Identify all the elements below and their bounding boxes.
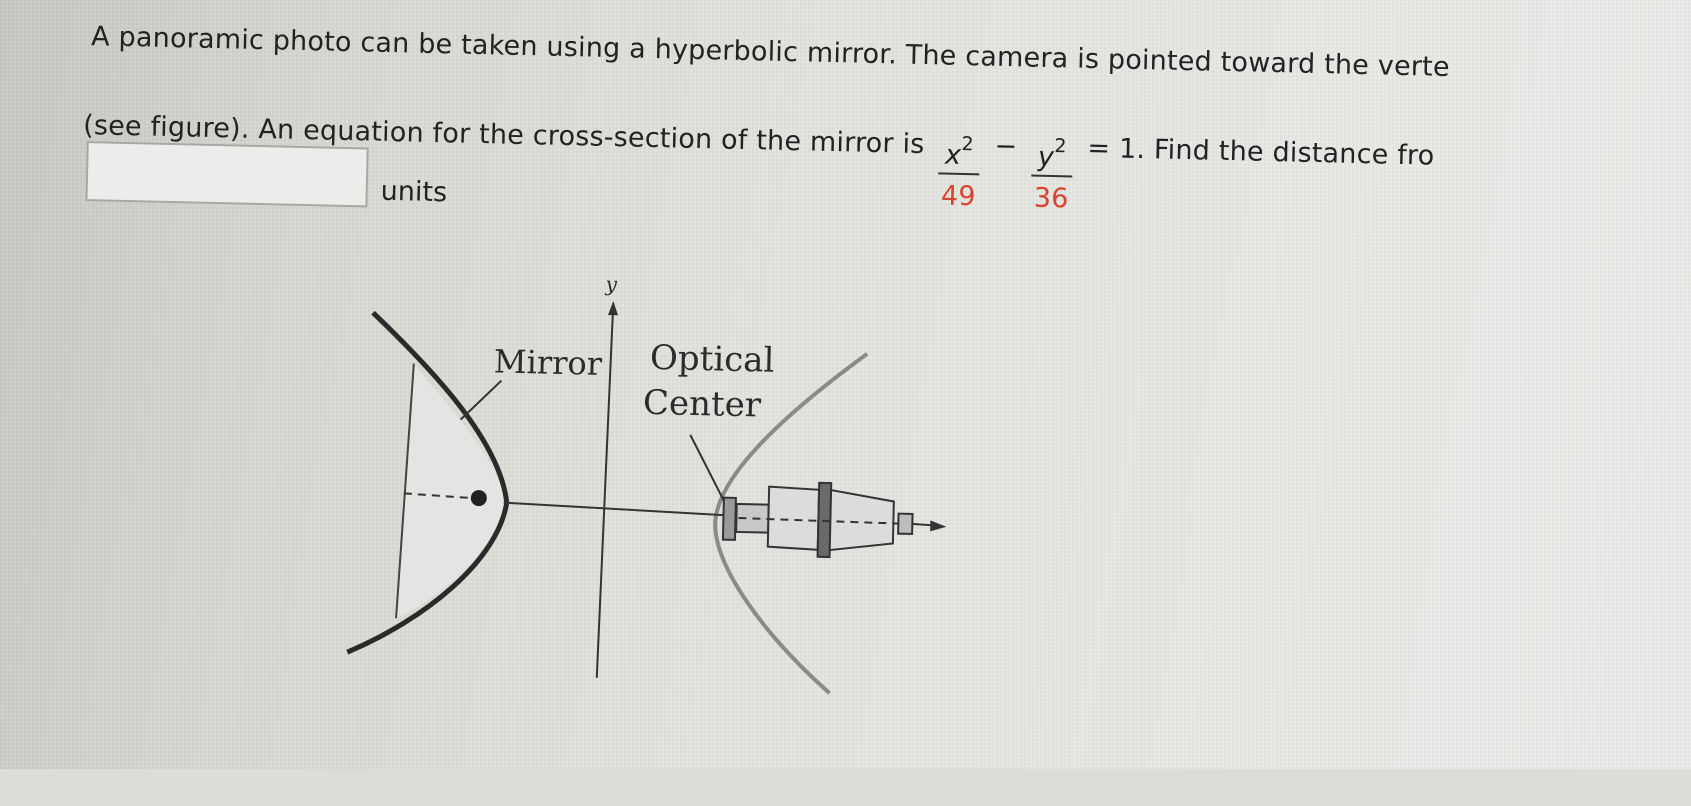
- fraction-numerator: y2: [1031, 134, 1073, 178]
- question-content: A panoramic photo can be taken using a h…: [23, 0, 1690, 806]
- camera-dashed-axis: [738, 516, 899, 525]
- answer-input[interactable]: [85, 141, 369, 208]
- screen: A panoramic photo can be taken using a h…: [0, 0, 1691, 769]
- fraction-x-squared-over-49: x2 49: [938, 132, 981, 213]
- fraction-denominator: 36: [1033, 182, 1069, 215]
- mirror-focus-dot: [470, 490, 487, 507]
- x-axis-line: [503, 501, 739, 517]
- y-axis-label: y: [604, 272, 618, 296]
- fraction-numerator: x2: [938, 132, 981, 176]
- camera-body-left: [766, 485, 821, 551]
- problem-text-line-1: A panoramic photo can be taken using a h…: [90, 21, 1451, 83]
- minus-sign: −: [994, 130, 1018, 163]
- y-axis-arrow: [608, 301, 618, 316]
- optical-center-label-2: Center: [643, 383, 763, 426]
- hyperbolic-mirror-figure: y Mirror Optical Center: [346, 272, 947, 695]
- optical-center-label-1: Optical: [650, 338, 775, 381]
- camera-rear-connector: [897, 512, 914, 535]
- mirror-label-leader: [459, 379, 503, 421]
- mirror-shaded-region: [396, 363, 507, 619]
- fraction-y-squared-over-36: y2 36: [1031, 134, 1073, 215]
- mirror-dashed-line: [403, 492, 469, 499]
- fraction-denominator: 49: [940, 180, 977, 213]
- camera-body-right: [828, 488, 895, 552]
- hyperbola-right-branch: [713, 352, 869, 695]
- mirror-label: Mirror: [493, 342, 603, 382]
- camera-front-mount: [721, 496, 737, 541]
- problem-text-tail: = 1. Find the distance fro: [1087, 132, 1435, 172]
- camera-cable-arrow: [930, 520, 947, 532]
- y-axis: [595, 303, 615, 678]
- camera: [721, 481, 947, 559]
- units-label: units: [380, 175, 448, 209]
- mirror-chord: [395, 363, 415, 619]
- camera-cable: [912, 522, 934, 527]
